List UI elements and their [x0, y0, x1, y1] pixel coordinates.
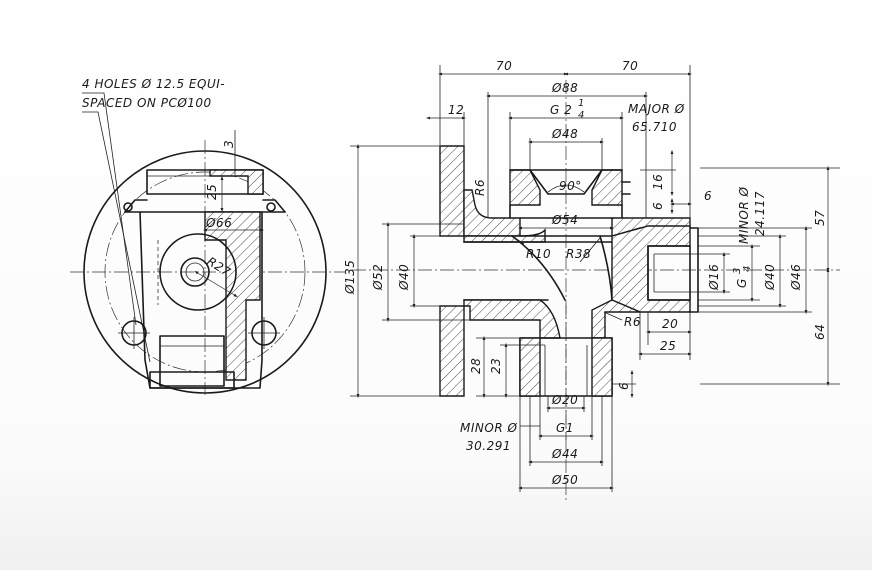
svg-text:4: 4 [742, 265, 753, 272]
end-view: 25 3 Ø66 R27 [70, 130, 345, 395]
dim-phi54: Ø54 [551, 213, 578, 227]
dim-g1-thread: G1 [556, 421, 574, 435]
dim-16-vertical: 16 [651, 174, 665, 190]
flange-bottom [439, 305, 465, 397]
right-boss [611, 225, 691, 313]
dim-r6-bottom: R6 [624, 315, 641, 329]
dim-57: 57 [813, 210, 827, 226]
dim-6-horizontal-top: 6 [704, 189, 712, 203]
dim-70-left: 70 [496, 59, 512, 73]
dim-28-vertical: 28 [469, 358, 483, 374]
dim-90-deg: 90° [559, 179, 582, 193]
dim-phi16-right: Ø16 [707, 264, 721, 291]
dim-70-right: 70 [622, 59, 638, 73]
major-dia-value: 65.710 [632, 120, 677, 134]
dim-phi50: Ø50 [551, 473, 578, 487]
minor-dia-right-value: 24.117 [753, 191, 767, 236]
note-leader-2 [82, 111, 151, 363]
dim-phi135: Ø135 [343, 260, 357, 295]
dim-6-vertical-top: 6 [651, 202, 665, 210]
svg-text:1: 1 [578, 98, 585, 109]
dim-phi20: Ø20 [551, 393, 578, 407]
upper-boss-right [591, 169, 623, 206]
note-leader-1 [82, 92, 137, 326]
dim-phi40-right: Ø40 [763, 264, 777, 291]
note-line-2: SPACED ON PCØ100 [82, 96, 212, 110]
dim-phi66: Ø66 [205, 216, 232, 230]
minor-dia-bottom-value: 30.291 [466, 439, 511, 453]
dim-23-vertical: 23 [489, 358, 503, 374]
dim-r6-top: R6 [473, 179, 487, 196]
note-line-1: 4 HOLES Ø 12.5 EQUI- [82, 77, 225, 91]
dim-phi48: Ø48 [551, 127, 578, 141]
lower-wall [463, 299, 561, 339]
dim-g2-thread: G 2 [550, 103, 572, 117]
dim-phi40-left: Ø40 [397, 264, 411, 291]
svg-text:3: 3 [732, 267, 743, 274]
upper-boss-left [509, 169, 541, 206]
dim-6-vertical-bottom: 6 [617, 382, 631, 390]
dim-phi88: Ø88 [551, 81, 578, 95]
dim-phi44: Ø44 [551, 447, 578, 461]
dim-r10: R10 [526, 247, 551, 261]
dim-25-horizontal: 25 [660, 339, 676, 353]
dim-12: 12 [448, 103, 464, 117]
dim-20-horizontal: 20 [662, 317, 678, 331]
flange-top [439, 145, 465, 237]
minor-dia-right-label: MINOR Ø [737, 187, 751, 244]
holes-note: 4 HOLES Ø 12.5 EQUI- SPACED ON PCØ100 [82, 77, 225, 363]
minor-dia-bottom-label: MINOR Ø [460, 421, 517, 435]
major-dia-label: MAJOR Ø [628, 102, 685, 116]
bottom-spigot [159, 335, 225, 387]
dim-3: 3 [222, 140, 236, 148]
dim-64: 64 [813, 324, 827, 340]
dim-phi46: Ø46 [789, 264, 803, 291]
dim-25: 25 [205, 184, 219, 200]
dim-r38: R38 [566, 247, 591, 261]
dim-phi52: Ø52 [371, 264, 385, 291]
dim-g3-thread: G [735, 278, 749, 288]
svg-text:4: 4 [578, 110, 585, 121]
section-view: 70 70 Ø88 12 G 2 1 4 MAJOR Ø 65.710 Ø48 … [343, 59, 840, 500]
